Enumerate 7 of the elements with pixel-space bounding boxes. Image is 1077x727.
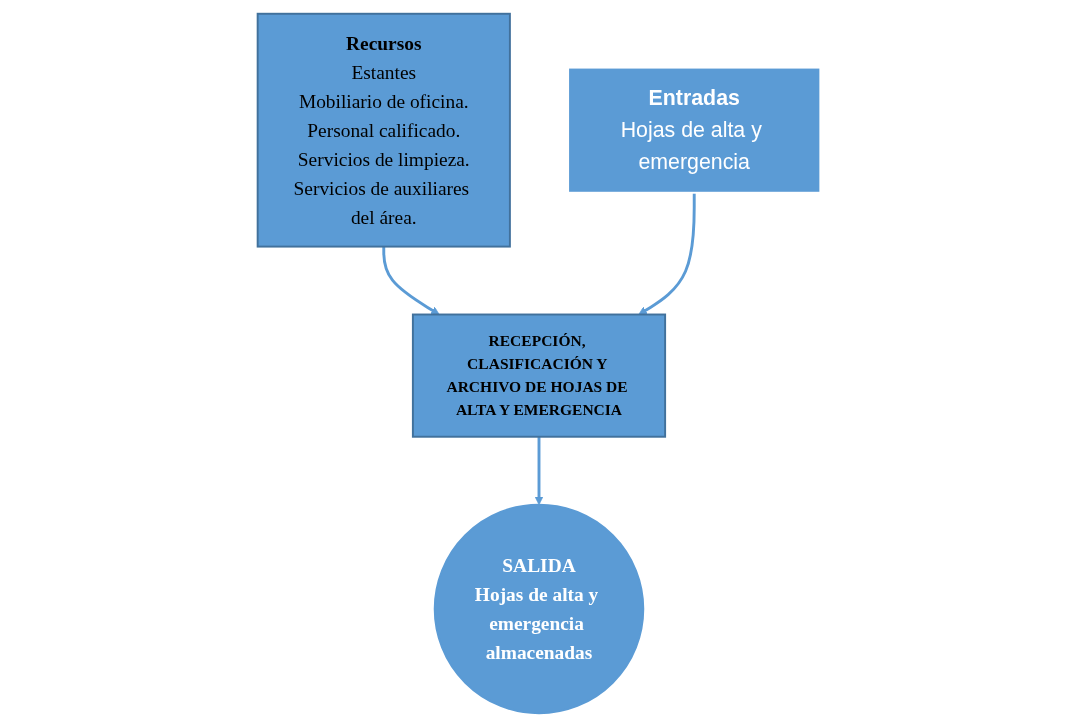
arrow — [534, 436, 543, 506]
arrow — [637, 192, 696, 315]
arrow — [381, 246, 440, 315]
node-circle: SALIDA Hojas de alta y emergencia almacenadas — [433, 503, 644, 715]
node-box: Recursos Estantes Mobiliario de oficina. Personal calificado. Servicios de limpieza. Servicios de auxiliares del área. — [256, 12, 511, 248]
node-box: RECEPCIÓN, CLASIFICACIÓN Y ARCHIVO DE HOJAS DE ALTA Y EMERGENCIA — [411, 313, 666, 438]
node-box: Entradas Hojas de alta y emergencia — [566, 66, 821, 194]
